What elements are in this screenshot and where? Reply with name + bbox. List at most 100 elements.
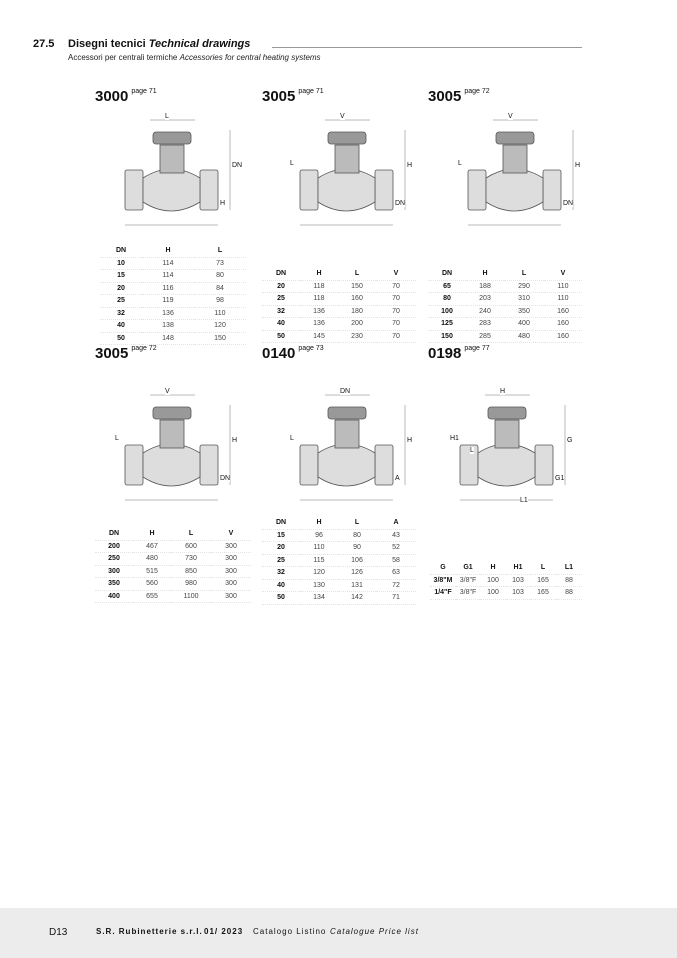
dimension-label: L [290, 160, 294, 167]
table-cell: 20 [262, 280, 300, 293]
subtitle-en: Accessories for central heating systems [179, 53, 321, 62]
dimension-label: DN [232, 162, 243, 169]
table-cell: 106 [338, 554, 376, 567]
table-cell: 467 [133, 540, 171, 553]
footer-catalog-it: Catalogo Listino [253, 927, 327, 936]
page-number: D13 [49, 927, 68, 938]
column-header: L [338, 517, 376, 530]
table-cell: 100 [480, 586, 506, 600]
table-cell: 850 [171, 565, 211, 578]
table-cell: 114 [142, 257, 194, 270]
dimension-label: H1 [450, 435, 459, 442]
table-cell: 3/8"M [430, 574, 456, 587]
table-cell: 283 [466, 317, 504, 331]
dimension-label: A [395, 475, 400, 482]
column-header: DN [100, 245, 142, 258]
table-cell: 560 [133, 577, 171, 591]
page-reference[interactable]: page 71 [298, 88, 324, 95]
table-cell: 203 [466, 292, 504, 306]
table-cell: 300 [211, 565, 251, 578]
table-cell: 310 [504, 292, 544, 306]
table-cell: 73 [194, 257, 246, 270]
table-cell: 32 [262, 566, 300, 580]
column-header: L [194, 245, 246, 258]
table-cell: 40 [262, 579, 300, 592]
table-cell: 70 [376, 280, 416, 293]
table-cell: 118 [300, 280, 338, 293]
dimension-label: DN [340, 388, 351, 395]
dimension-label: H [407, 437, 413, 444]
column-header: H [142, 245, 194, 258]
table-cell: 138 [142, 319, 194, 333]
table-cell: 250 [95, 552, 133, 566]
table-cell: 136 [300, 317, 338, 331]
table-cell: 300 [211, 590, 251, 603]
table-cell: 160 [544, 317, 582, 331]
dimension-label: H [232, 437, 238, 444]
table-cell: 25 [262, 292, 300, 306]
dimension-label: G [567, 437, 573, 444]
table-cell: 70 [376, 330, 416, 343]
table-cell: 136 [300, 305, 338, 318]
page-reference[interactable]: page 72 [464, 88, 490, 95]
table-cell: 160 [338, 292, 376, 306]
table-cell: 70 [376, 292, 416, 306]
footer-company: S.R. Rubinetterie s.r.l. [96, 927, 203, 936]
product-code: 0140 [262, 345, 296, 362]
table-cell: 350 [95, 577, 133, 591]
table-cell: 148 [142, 332, 194, 345]
product-code: 0198 [428, 345, 462, 362]
dimension-label: V [508, 113, 513, 120]
product-code: 3000 [95, 88, 129, 105]
table-cell: 80 [194, 269, 246, 283]
table-cell: 40 [100, 319, 142, 333]
product-code: 3005 [262, 88, 296, 105]
page-reference[interactable]: page 73 [298, 345, 324, 352]
table-cell: 100 [428, 305, 466, 318]
page-reference[interactable]: page 77 [464, 345, 490, 352]
table-cell: 84 [194, 282, 246, 295]
column-header: H [300, 517, 338, 530]
product-code: 3005 [428, 88, 462, 105]
dimension-label: H [500, 388, 506, 395]
table-cell: 160 [544, 330, 582, 343]
section-subtitle: Accessori per centrali termiche Accessor… [68, 53, 321, 62]
table-cell: 980 [171, 577, 211, 591]
table-cell: 58 [376, 554, 416, 567]
table-cell: 70 [376, 317, 416, 331]
dimension-label: DN [563, 200, 574, 207]
table-cell: 110 [194, 307, 246, 320]
page-reference[interactable]: page 72 [131, 345, 157, 352]
dimension-label: DN [395, 200, 406, 207]
table-cell: 115 [300, 554, 338, 567]
table-cell: 88 [556, 586, 582, 600]
title-en: Technical drawings [148, 38, 251, 50]
page-reference[interactable]: page 71 [131, 88, 157, 95]
table-cell: 25 [100, 294, 142, 308]
column-header: V [544, 268, 582, 281]
section-number: 27.5 [33, 38, 55, 50]
dimension-label: L [115, 435, 119, 442]
technical-drawing [459, 394, 566, 501]
table-cell: 165 [530, 586, 556, 600]
column-header: H [133, 528, 171, 541]
table-cell: 32 [262, 305, 300, 318]
